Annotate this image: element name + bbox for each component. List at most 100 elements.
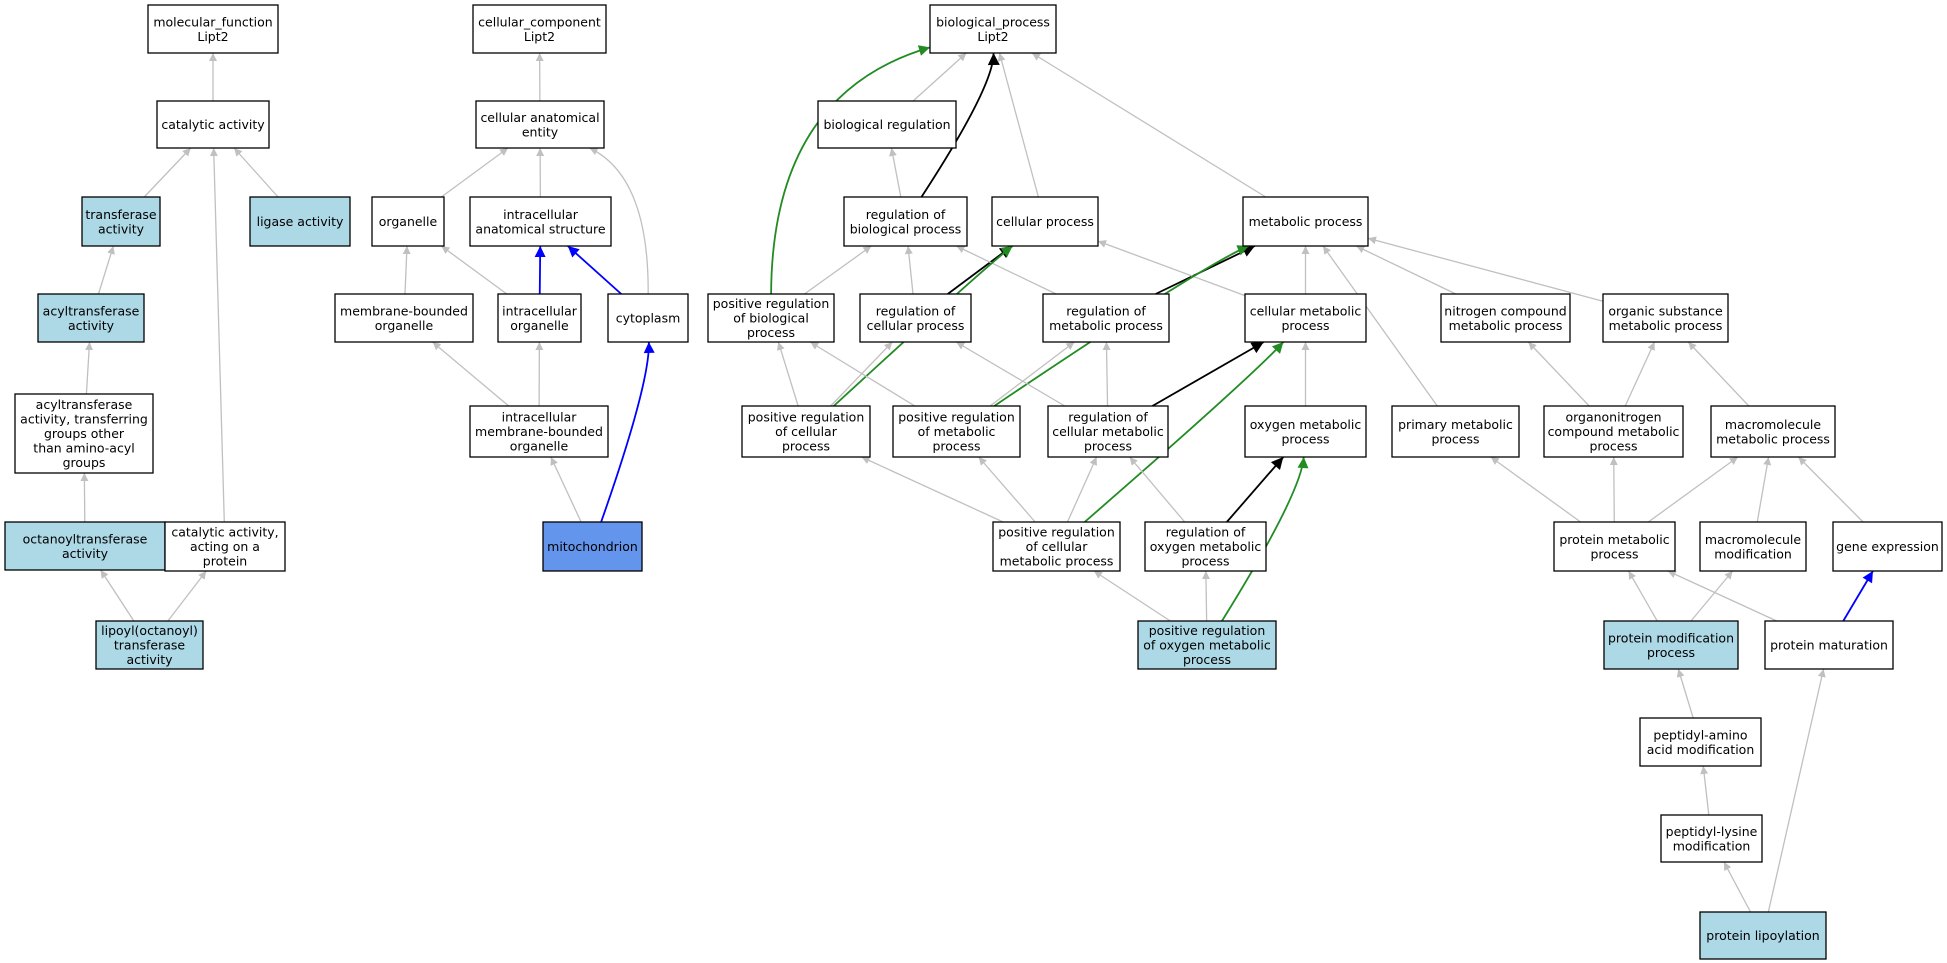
edge-plmod-to-pamod — [1700, 765, 1710, 816]
node-label-catprot-line-2: protein — [203, 554, 247, 569]
node-label-io-line-1: organelle — [510, 318, 569, 333]
node-label-lipoyl-line-1: transferase — [114, 638, 186, 653]
edge-regbp-to-bioreg — [889, 147, 902, 198]
edge-protmat-to-protmp — [1667, 570, 1778, 622]
node-label-pamod-line-1: acid modification — [1647, 742, 1755, 757]
edge-ncmp-to-metproc — [1355, 245, 1457, 295]
node-cellproc[interactable]: cellular process — [991, 196, 1099, 247]
node-ligase[interactable]: ligase activity — [249, 196, 351, 247]
edge-cyto-to-ias — [567, 245, 622, 295]
node-box-pamod — [1639, 717, 1762, 767]
edge-posregcmp-to-regcmp — [1066, 456, 1098, 523]
node-label-pmodp-line-1: process — [1647, 645, 1695, 660]
node-box-imbo — [469, 405, 609, 458]
edge-organelle-to-cae — [440, 147, 509, 198]
node-box-protmat — [1764, 620, 1894, 670]
node-mito[interactable]: mitochondrion — [542, 521, 643, 572]
edge-pmp-to-metproc — [1322, 245, 1438, 407]
edge-posregcmp-to-posregcp — [861, 456, 1004, 523]
node-box-posregmp — [892, 405, 1021, 458]
edge-regmp-to-regbp — [956, 245, 1057, 295]
node-label-cae-line-1: entity — [522, 124, 559, 139]
node-box-io — [497, 293, 582, 343]
node-label-bioreg-line-0: biological regulation — [823, 117, 950, 132]
node-label-regcp-line-1: cellular process — [867, 318, 965, 333]
node-bioreg[interactable]: biological regulation — [817, 100, 957, 149]
node-box-omp — [1244, 405, 1367, 458]
node-label-regcp-line-0: regulation of — [876, 303, 956, 318]
edge-transf-to-cat — [143, 147, 192, 198]
edge-ligase-to-cat — [233, 147, 279, 198]
node-box-catprot — [164, 521, 286, 572]
node-box-ias — [469, 196, 612, 247]
node-label-imbo-line-0: intracellular — [502, 410, 578, 425]
node-label-regomp-line-1: oxygen metabolic — [1150, 539, 1262, 554]
node-box-plip — [1699, 911, 1827, 960]
node-box-posregcp — [741, 405, 871, 458]
edge-io-to-organelle — [441, 245, 508, 295]
node-label-acylother-line-1: activity, transferring — [20, 412, 148, 427]
node-label-bp-line-0: biological_process — [936, 14, 1050, 29]
node-label-bp-line-1: Lipt2 — [977, 29, 1008, 44]
node-box-regbp — [843, 196, 968, 247]
node-label-mmod-line-1: modification — [1714, 546, 1792, 561]
node-label-oncmp-line-2: process — [1589, 439, 1637, 454]
edge-pamod-to-pmodp — [1676, 668, 1694, 719]
node-label-organelle-line-0: organelle — [379, 214, 438, 229]
node-organelle[interactable]: organelle — [371, 196, 445, 247]
node-label-regbp-line-1: biological process — [850, 221, 962, 236]
edge-oncmp-to-ncmp — [1527, 341, 1590, 407]
node-label-octa-line-1: activity — [62, 546, 109, 561]
node-label-oncmp-line-1: compound metabolic — [1548, 424, 1680, 439]
node-box-octa — [4, 521, 166, 571]
node-protmat[interactable]: protein maturation — [1764, 620, 1894, 670]
node-label-posregcp-line-1: of cellular — [775, 424, 838, 439]
node-plip[interactable]: protein lipoylation — [1699, 911, 1827, 960]
edge-cmp-to-cellproc — [1097, 240, 1246, 297]
edge-posregmp-to-posregbp — [809, 341, 916, 407]
node-metproc[interactable]: metabolic process — [1242, 196, 1369, 247]
node-label-plmod-line-1: modification — [1673, 838, 1751, 853]
node-label-geneexp-line-0: gene expression — [1836, 539, 1939, 554]
node-geneexp[interactable]: gene expression — [1832, 521, 1943, 572]
node-box-mito — [542, 521, 643, 572]
node-cat[interactable]: catalytic activity — [156, 100, 270, 149]
node-cyto[interactable]: cytoplasm — [607, 293, 689, 343]
